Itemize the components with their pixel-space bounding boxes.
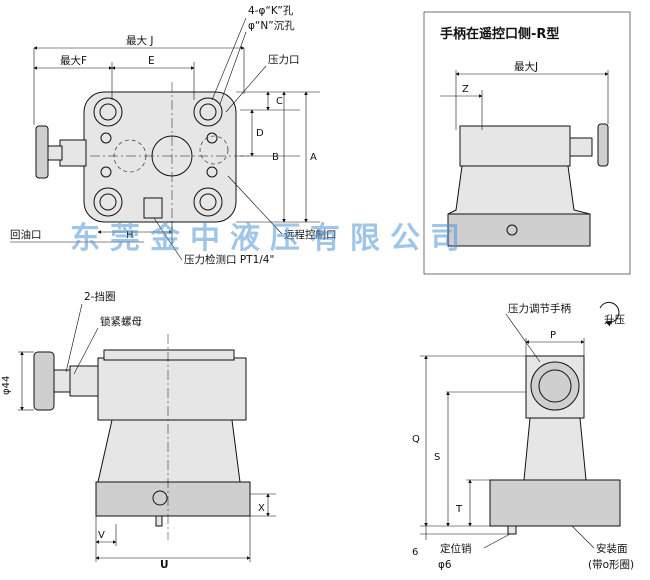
- label-rise: 升压: [604, 314, 625, 326]
- label-return-port: 回油口: [10, 228, 42, 241]
- top-view-lock-nut: [47, 145, 63, 161]
- side-view: 压力调节手柄 升压 P Q S T 6 定位销 φ6 安装面 (带o形圈): [412, 301, 634, 571]
- front-adjust-stem: [69, 365, 99, 397]
- dim-q: Q: [412, 434, 420, 445]
- top-view-handwheel: [35, 125, 49, 179]
- label-pressure-port: 压力口: [268, 53, 300, 66]
- dim-a: A: [310, 152, 317, 163]
- top-view: 最大 J 最大F E 4-φ“K”孔 φ“N”沉孔 压力口 C D B A 回油…: [10, 4, 337, 266]
- dim-c: C: [276, 96, 283, 107]
- side-base: [489, 479, 621, 527]
- r-type-stem: [569, 137, 593, 157]
- mount-hole-bottom-left: [93, 187, 123, 217]
- side-handwheel: [530, 361, 580, 411]
- front-upper-body: [97, 357, 247, 421]
- top-view-adjust-stem: [59, 139, 87, 167]
- dim-d: D: [256, 128, 264, 139]
- dim-six: 6: [412, 547, 418, 558]
- label-holes-k: 4-φ“K”孔: [248, 4, 294, 17]
- rise-direction-icon: [599, 301, 620, 327]
- dim-p: P: [550, 330, 556, 341]
- mount-hole-bottom-right: [193, 187, 223, 217]
- r-type-handwheel: [597, 123, 609, 167]
- r-dim-max-j: 最大J: [514, 60, 538, 73]
- dim-x: X: [258, 503, 265, 514]
- dim-e: E: [148, 55, 155, 67]
- label-gauge-port: 压力检测口 PT1/4": [184, 253, 274, 266]
- label-holes-n: φ“N”沉孔: [248, 19, 295, 32]
- r-type-view: 手柄在遥控口侧-R型 最大J Z: [423, 11, 631, 275]
- dim-t: T: [455, 504, 463, 515]
- front-lower-body: [97, 419, 241, 483]
- label-lock-nut: 锁紧螺母: [100, 315, 142, 328]
- side-lower-body: [523, 417, 587, 481]
- front-handwheel: [33, 351, 55, 411]
- label-remote-port: 远程控制口: [284, 228, 337, 241]
- label-mount-face: 安装面: [596, 542, 628, 555]
- front-base: [95, 481, 251, 517]
- dim-u: U: [160, 559, 169, 571]
- dim-b: B: [272, 152, 279, 163]
- gauge-port-stub: [143, 197, 163, 219]
- mount-hole-top-right: [193, 97, 223, 127]
- front-lock-nut: [53, 369, 71, 393]
- r-type-frame: [423, 11, 631, 275]
- dim-v: V: [98, 530, 105, 541]
- label-ring: 2-挡圈: [84, 290, 115, 303]
- label-handwheel: 压力调节手柄: [508, 302, 571, 315]
- r-dim-z: Z: [462, 84, 469, 95]
- dim-s: S: [434, 452, 440, 463]
- dim-max-j: 最大 J: [126, 34, 153, 47]
- label-pin: 定位销: [440, 542, 472, 555]
- r-type-title: 手柄在遥控口侧-R型: [440, 26, 559, 42]
- label-oring: (带o形圈): [588, 559, 634, 571]
- label-phi6: φ6: [438, 559, 452, 571]
- r-type-upper-body: [459, 125, 571, 167]
- dim-h: H: [126, 230, 134, 241]
- front-view: 2-挡圈 锁紧螺母 φ44 X V U: [1, 290, 276, 571]
- dim-phi44: φ44: [1, 376, 12, 395]
- watermark: 东莞金中液压有限公司: [70, 221, 470, 256]
- dim-max-f: 最大F: [60, 54, 87, 67]
- mount-hole-top-left: [93, 97, 123, 127]
